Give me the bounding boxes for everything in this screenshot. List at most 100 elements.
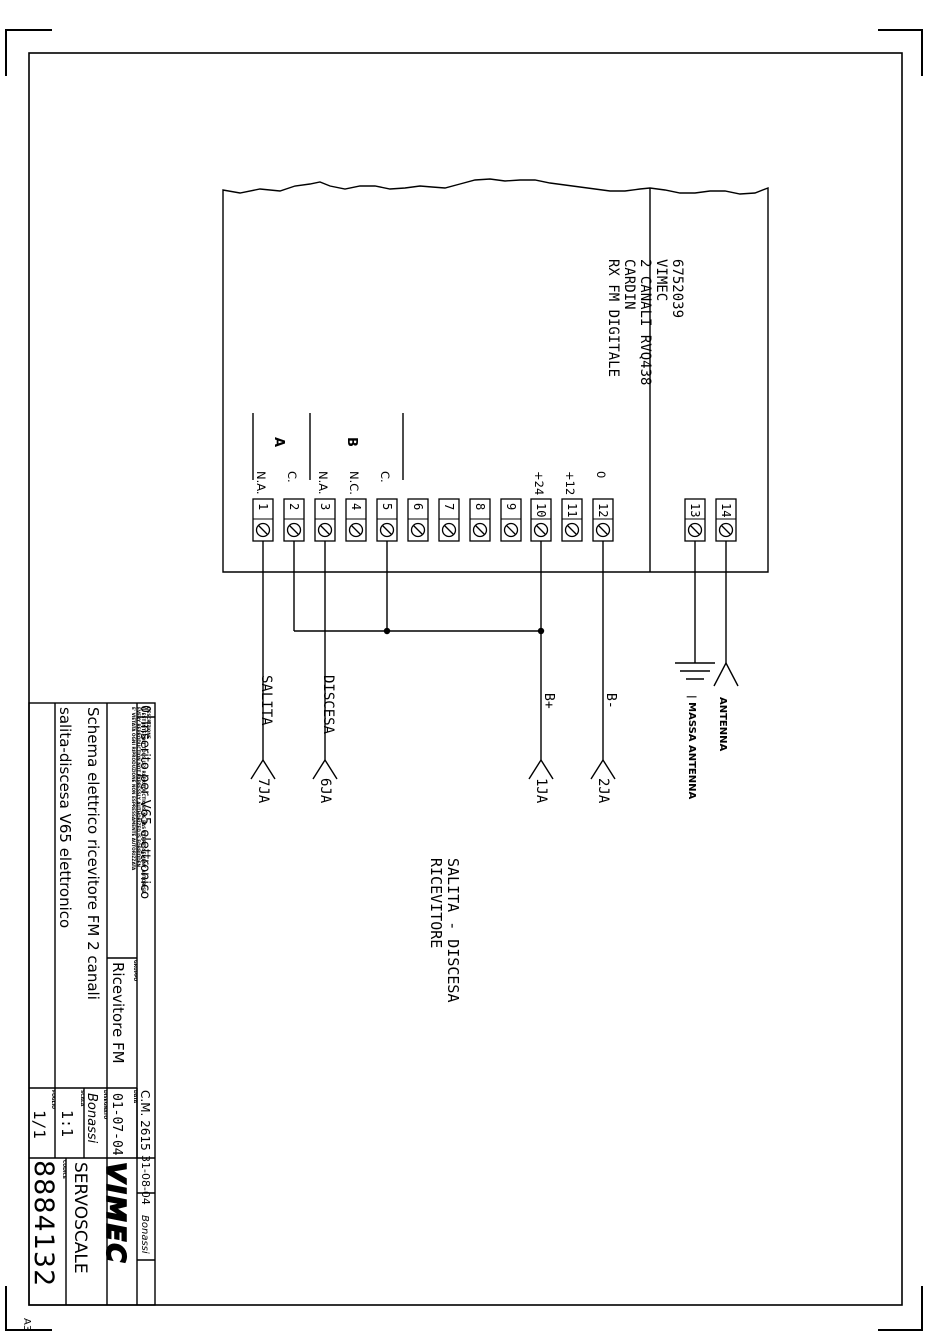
connector-label-2ja: 2JA [595,778,611,804]
wire-label-bminus: B- [603,693,618,709]
screw-icon [472,522,488,538]
terminal-label: C. [378,471,392,483]
title-block: 0 Inserito per V65 elettronico C.M. 2615… [28,702,156,1306]
terminal-number: 9 [504,503,518,510]
section-title: RICEVITORE SALITA - DISCESA [427,858,462,1003]
revision-date: 31-08-04 [139,1155,152,1205]
scala-label: SCALA [79,1090,85,1107]
terminal-number: 4 [349,503,363,510]
terminal-box [407,498,429,542]
terminal-9: 9 [500,498,522,542]
screw-icon [410,522,426,538]
screw-icon [718,522,734,538]
terminal-number: 7 [442,503,456,510]
screw-icon [317,522,333,538]
screw-icon [286,522,302,538]
terminal-5: 5 C. [376,471,398,542]
terminal-number: 1 [256,503,270,510]
terminal-1: 1 N.A. [252,471,274,542]
screw-icon [441,522,457,538]
description-line-2: salita-discesa V65 elettronico [56,707,74,928]
connector-label-6ja: 6JA [317,778,333,804]
terminal-block: 1 N.A. 2 C. 3 N.A. 4N.C. 5 C. 6 7 8 9 10 +24 11 +12 12 0 13… [252,471,737,542]
terminal-box [469,498,491,542]
terminal-number: 6 [411,503,425,510]
revision-number: 0 [137,705,152,713]
terminal-11: 11 +12 [561,471,583,542]
screw-icon [503,522,519,538]
screw-icon [564,522,580,538]
terminal-number: 2 [287,503,301,510]
terminal-box [500,498,522,542]
connector-label-7ja: 7JA [255,778,271,804]
screw-icon [595,522,611,538]
terminal-14: 14 [715,498,737,542]
terminal-number: 13 [688,503,702,517]
screw-icon [255,522,271,538]
wire-label-bplus: B+ [541,693,556,709]
channel-a-label: A [271,437,286,447]
terminal-8: 8 [469,498,491,542]
terminal-label: 0 [594,471,608,478]
terminal-number: 14 [719,503,733,517]
data-value: 01-07-04 [109,1093,124,1156]
foglio-label: FOGLIO [50,1090,56,1109]
terminal-13: 13 [684,498,706,542]
terminal-box [561,498,583,542]
foglio-value: 1/1 [30,1110,49,1139]
scala-value: 1:1 [58,1110,76,1137]
terminal-number: 10 [534,503,548,517]
wire-label-discesa: DISCESA [320,675,336,735]
revision-cm: C.M. 2615 [138,1090,152,1151]
screw-icon [348,522,364,538]
screw-icon [533,522,549,538]
ground-icon [675,662,715,680]
revision-text: Inserito per V65 elettronico [137,721,152,899]
gruppo-label: GRUPPO [132,960,138,981]
receiver-label: RX FM DIGITALE CARDIN 2 CANALI RVQ438 VI… [605,259,685,394]
terminal-box [438,498,460,542]
receiver-enclosure [222,178,769,573]
terminal-number: 3 [318,503,332,510]
legal-notice: E' VIETATA OGNI RIPRODUZIONE NON ESPRESS… [131,707,151,894]
junction-dots [383,627,545,635]
junction-dot [537,627,545,635]
crop-marks [5,29,923,1331]
terminal-label: N.A. [254,471,268,495]
drawing-code: 8884132 [28,1160,59,1287]
description-line-1: Schema elettrico ricevitore FM 2 canali [84,707,102,1000]
terminal-2: 2 C. [283,471,305,542]
terminal-number: 8 [473,503,487,510]
arrow-icon [528,758,554,780]
connector-label-1ja: 1JA [533,778,549,804]
terminal-number: 11 [565,503,579,517]
terminal-number: 5 [380,503,394,510]
antenna-icon [713,661,739,687]
terminal-10: 10 +24 [530,471,552,542]
screw-icon [687,522,703,538]
terminal-4: 4N.C. [345,471,367,542]
drawing-border [28,52,903,1306]
terminal-7: 7 [438,498,460,542]
terminal-box [345,498,367,542]
terminal-label: N.A. [316,471,330,495]
revision-signature: Bonassi [139,1215,150,1254]
arrow-icon [250,758,276,780]
disegnato-label: DISEGNATO [102,1090,108,1119]
terminal-label: C. [285,471,299,483]
codice-label: CODICE [61,1160,67,1179]
wire-label-massa: | MASSA ANTENNA [686,695,697,800]
terminal-label: +12 [563,471,577,495]
terminal-6: 6 [407,498,429,542]
terminal-label: +24 [532,471,546,495]
gruppo-value: Ricevitore FM [109,962,127,1064]
connector-arrows [250,758,616,780]
terminal-number: 12 [596,503,610,517]
sheet-size-label: A3 [21,1318,32,1331]
brand-logo: VIMEC [100,1162,130,1265]
disegnato-value: Bonassi [84,1093,99,1144]
data-label: DATA [132,1090,138,1104]
channel-brackets [252,413,404,480]
arrow-icon [312,758,338,780]
